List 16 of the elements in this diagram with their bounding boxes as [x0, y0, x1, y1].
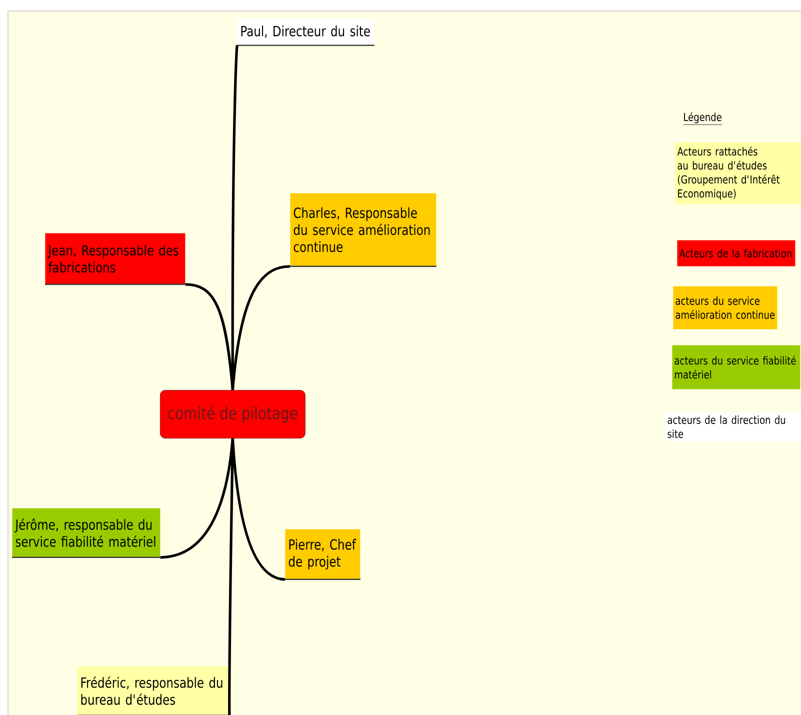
topic-box: Jean, Responsable des fabrications	[45, 233, 186, 285]
legend-title: Légende	[683, 112, 722, 125]
branch-line	[228, 438, 234, 715]
legend-item: acteurs du service amélioration continue	[673, 286, 778, 330]
topic-box: Charles, Responsable du service amélioration continue	[290, 193, 436, 267]
topic-box: Paul, Directeur du site	[237, 18, 374, 46]
branch-line	[185, 283, 234, 390]
topic-box: Jérôme, responsable du service fiabilité matériel	[12, 508, 160, 558]
legend-item: acteurs de la direction du site	[665, 412, 801, 442]
legend-item: acteurs du service fiabilité matériel	[672, 345, 800, 390]
topic-box: Pierre, Chef de projet	[285, 529, 360, 580]
branch-line	[160, 438, 234, 559]
legend-item: Acteurs de la fabrication	[677, 240, 796, 266]
central-topic-box: comité de pilotage	[160, 390, 306, 438]
legend-item: Acteurs rattachés au bureau d'études (Groupement d'Intérêt Economique)	[675, 142, 801, 204]
topic-box: Frédéric, responsable du bureau d'études	[77, 666, 230, 715]
